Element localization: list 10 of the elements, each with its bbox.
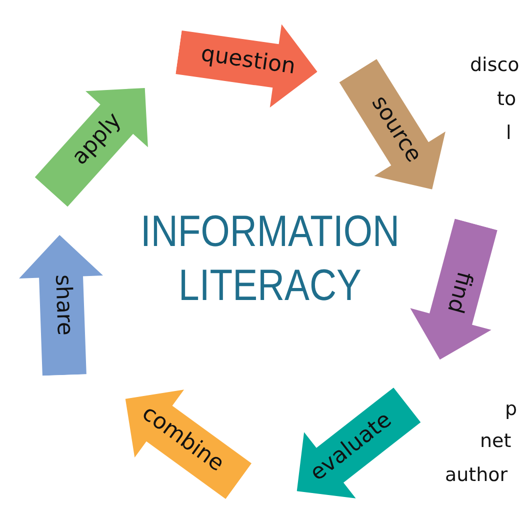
side-text: author	[445, 464, 508, 486]
step-label: question	[198, 40, 298, 82]
side-text: to	[497, 88, 516, 110]
step-label: find	[440, 268, 478, 318]
side-text: l	[506, 122, 512, 144]
side-text: p	[505, 398, 518, 420]
side-text: disco	[470, 54, 520, 76]
center-title: INFORMATION LITERACY	[140, 206, 400, 312]
step-label: share	[48, 273, 78, 338]
side-text: net	[480, 430, 512, 452]
